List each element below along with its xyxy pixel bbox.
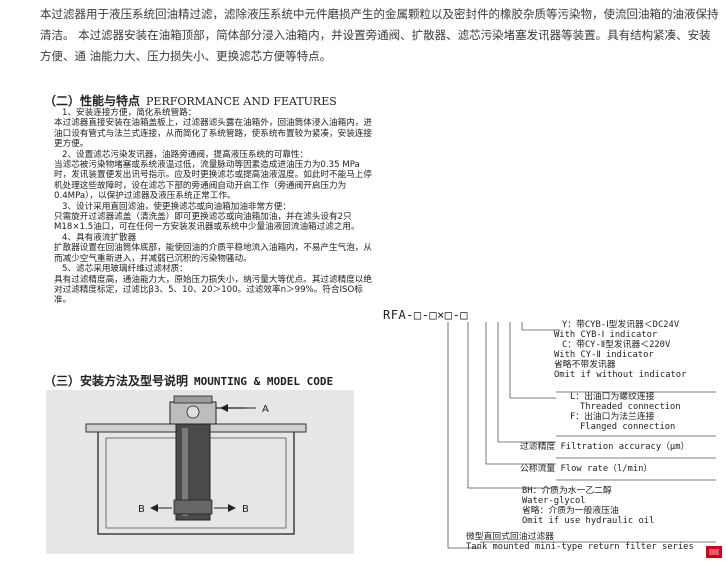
intro-paragraph: 本过滤器用于液压系统回油精过滤，滤除液压系统中元件磨损产生的金属颗粒以及密封件的… [40,4,720,67]
feature-text: 扩散器设置在回油筒体底部，能使回油的介质平稳地流入油箱内，不易产生气泡，从而减少… [54,243,372,264]
feature-heading: 1、安装连接方便，简化系统管路： [62,108,197,118]
feature-heading: 2、设置滤芯污染发讯器，油路旁通阀，提高液压系统的可靠性： [62,149,309,160]
model-code-leader-lines [447,322,716,549]
connection-l-cn: L：出油口为螺纹连接 [570,392,655,402]
flow-rate: 公称流量 Flow rate（l/min） [520,464,653,474]
feature-text: 具有过滤精度高，通油能力大，原始压力损失小，纳污量大等优点。其过滤精度以绝对过滤… [54,274,372,306]
indicator-y-cn: Y：带CYB-Ⅰ型发讯器＜DC24V [562,320,680,330]
label-a: A [262,404,269,415]
feature-item: 4、具有液流扩散器 扩散器设置在回油筒体底部，能使回油的介质平稳地流入油箱内，不… [54,233,376,264]
feature-heading: 4、具有液流扩散器 [62,232,137,243]
intro-text: 本过滤器用于液压系统回油精过滤，滤除液压系统中元件磨损产生的金属颗粒以及密封件的… [40,7,719,63]
performance-title-en: PERFORMANCE AND FEATURES [146,95,337,108]
indicator-omit-cn: 省略不带发讯器 [554,360,616,370]
feature-text: 只需旋开过滤器滤盖（清洗盖）即可更换滤芯或向油箱加油，并在滤头设有2只M18×1… [54,212,360,233]
filter-highlight [182,428,188,516]
label-b-right: B [242,504,249,515]
diffuser [173,499,213,515]
connection-l-en: Threaded connection [580,402,681,412]
connection-f-en: Flanged connection [580,422,676,432]
series-name-cn: 微型直回式回油过滤器 [466,532,554,542]
performance-title: （二）性能与特点 PERFORMANCE AND FEATURES [44,92,337,109]
medium-omit-cn: 省略：介质为一般液压油 [522,506,619,516]
features-list: 1、安装连接方便，简化系统管路： 本过滤器直接安装在油箱盖板上，过滤器滤头露在油… [54,108,376,306]
label-b-left: B [138,504,145,515]
performance-title-cn: （二）性能与特点 [44,94,141,108]
feature-heading: 5、滤芯采用玻璃纤维过滤材质： [62,264,188,275]
feature-item: 2、设置滤芯污染发讯器，油路旁通阀，提高液压系统的可靠性： 当滤芯被污染物堵塞或… [54,150,376,202]
filter-cap [173,395,213,404]
arrow-a-icon [220,404,228,412]
connection-f-cn: F：出油口为法兰连接 [570,412,655,422]
indicator-c-en: With CY-Ⅱ indicator [554,350,654,360]
indicator-y-en: With CYB-Ⅰ indicator [554,330,658,340]
indicator-gauge [186,405,200,419]
indicator-c-cn: C：带CY-Ⅱ型发讯器＜220V [562,340,671,350]
feature-item: 3、设计采用直回滤油，使更换滤芯或向油箱加油非常方便： 只需旋开过滤器滤盖（清洗… [54,202,376,233]
indicator-omit-en: Omit if without indicator [554,370,687,380]
arrow-b-left-icon [150,504,158,512]
medium-bh-en: Water-glycol [522,496,586,506]
feature-item: 5、滤芯采用玻璃纤维过滤材质： 具有过滤精度高，通油能力大，原始压力损失小，纳污… [54,264,376,306]
mounting-title-en: MOUNTING & MODEL CODE [194,375,334,388]
series-name-en: Tank mounted mini-type return filter ser… [466,542,694,552]
filtration-accuracy: 过滤精度 Filtration accuracy（μm） [520,442,690,452]
mounting-title: （三）安装方法及型号说明 MOUNTING & MODEL CODE [44,372,333,389]
feature-heading: 3、设计采用直回滤油，使更换滤芯或向油箱加油非常方便： [62,201,291,212]
feature-item: 1、安装连接方便，简化系统管路： 本过滤器直接安装在油箱盖板上，过滤器滤头露在油… [54,108,376,150]
model-code: RFA-□-□×□-□ [383,308,468,322]
mounting-title-cn: （三）安装方法及型号说明 [44,374,189,388]
catalog-scan: （二）性能与特点 PERFORMANCE AND FEATURES 1、安装连接方… [40,90,726,562]
feature-text: 当滤芯被污染物堵塞或系统液温过低，流量脉动等因素造成进油压力为0.35 MPa时… [54,160,372,202]
arrow-b-right-icon [228,504,236,512]
feature-text: 本过滤器直接安装在油箱盖板上，过滤器滤头露在油箱外，回油筒体浸入油箱内，进油口设… [54,118,372,150]
mounting-diagram: A B B [46,390,354,554]
medium-bh-cn: BH：介质为水一乙二醇 [522,486,612,496]
corner-logo-icon [706,546,722,558]
medium-omit-en: Omit if use hydraulic oil [522,516,655,526]
